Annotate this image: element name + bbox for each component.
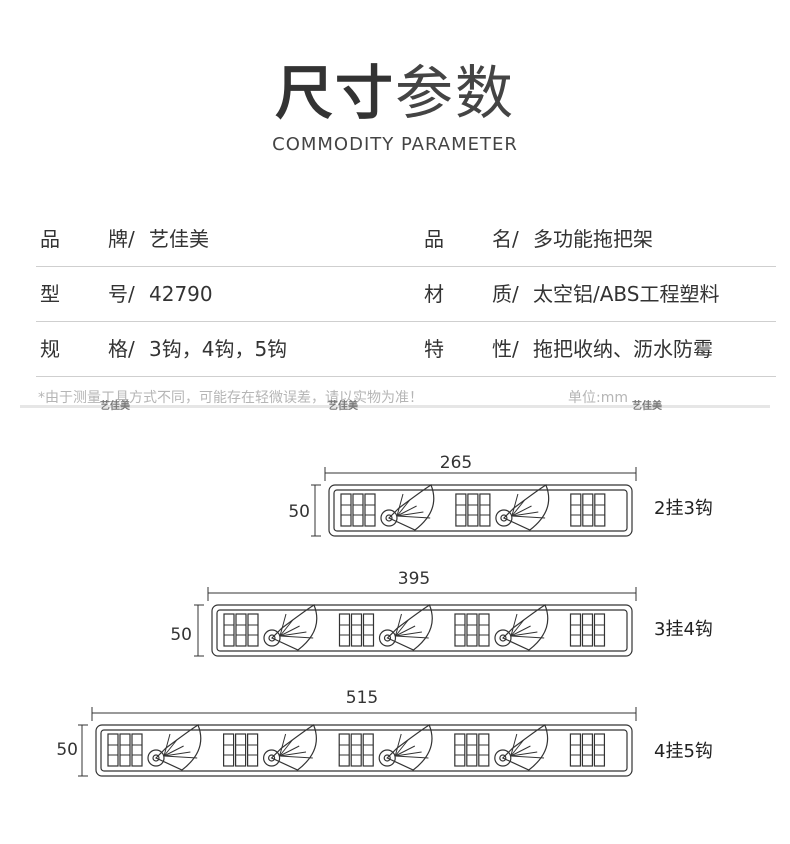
product-label: 4挂5钩 (654, 741, 713, 762)
width-dimension: 515 (346, 688, 378, 708)
parameter-table: 品 牌/ 艺佳美 品 名/ 多功能拖把架 型 号/ 42790 材 质/ 太空铝… (36, 212, 776, 377)
param-value: 拖把收纳、沥水防霉 (533, 337, 713, 361)
height-dimension: 50 (288, 502, 310, 522)
product-label: 3挂4钩 (654, 619, 713, 640)
param-key: 型 (40, 282, 60, 306)
rack-2-hooks (311, 467, 637, 537)
title-light: 参数 (395, 59, 516, 127)
page-title: 尺寸参数 (0, 58, 790, 128)
watermark-text: 艺佳美 (328, 401, 358, 412)
watermark-text: 艺佳美 (632, 401, 662, 412)
param-key: 品 (40, 227, 60, 251)
param-key: 格/ (108, 337, 135, 361)
param-key: 质/ (492, 282, 519, 306)
unit-text: 单位:mm (568, 390, 628, 406)
rack-drawings: 265 50 395 50 515 50 (56, 453, 637, 777)
param-row: 品 牌/ 艺佳美 品 名/ 多功能拖把架 (36, 212, 776, 267)
title-bold: 尺寸 (274, 59, 395, 127)
height-dimension: 50 (170, 625, 192, 645)
param-key: 材 (424, 282, 444, 306)
rack-4-hooks (78, 707, 637, 777)
param-row: 型 号/ 42790 材 质/ 太空铝/ABS工程塑料 (36, 267, 776, 322)
param-value: 多功能拖把架 (533, 227, 653, 251)
param-value: 艺佳美 (149, 227, 209, 251)
rack-3-hooks (194, 587, 637, 657)
watermark-strip: 艺佳美 艺佳美 艺佳美 (20, 401, 770, 412)
param-key: 号/ (108, 282, 135, 306)
param-value: 42790 (149, 282, 213, 306)
param-key: 规 (40, 337, 60, 361)
param-row: 规 格/ 3钩，4钩，5钩 特 性/ 拖把收纳、沥水防霉 (36, 322, 776, 377)
height-dimension: 50 (56, 740, 78, 760)
width-dimension: 395 (398, 569, 430, 589)
param-value: 3钩，4钩，5钩 (149, 337, 288, 361)
param-key: 特 (424, 337, 444, 361)
param-key: 性/ (492, 337, 519, 361)
param-key: 名/ (492, 227, 519, 251)
note-text: *由于测量工具方式不同，可能存在轻微误差，请以实物为准！ (38, 390, 423, 406)
param-value: 太空铝/ABS工程塑料 (533, 282, 720, 306)
param-key: 牌/ (108, 227, 135, 251)
dimension-diagram: 265 50 395 50 515 50 2挂3钩 3挂4钩 4挂5钩 (0, 440, 790, 840)
product-label: 2挂3钩 (654, 498, 713, 519)
width-dimension: 265 (440, 453, 472, 473)
page-subtitle: COMMODITY PARAMETER (272, 134, 518, 155)
measurement-note: *由于测量工具方式不同，可能存在轻微误差，请以实物为准！ 单位:mm (38, 387, 628, 407)
watermark-text: 艺佳美 (100, 401, 130, 412)
param-key: 品 (424, 227, 444, 251)
